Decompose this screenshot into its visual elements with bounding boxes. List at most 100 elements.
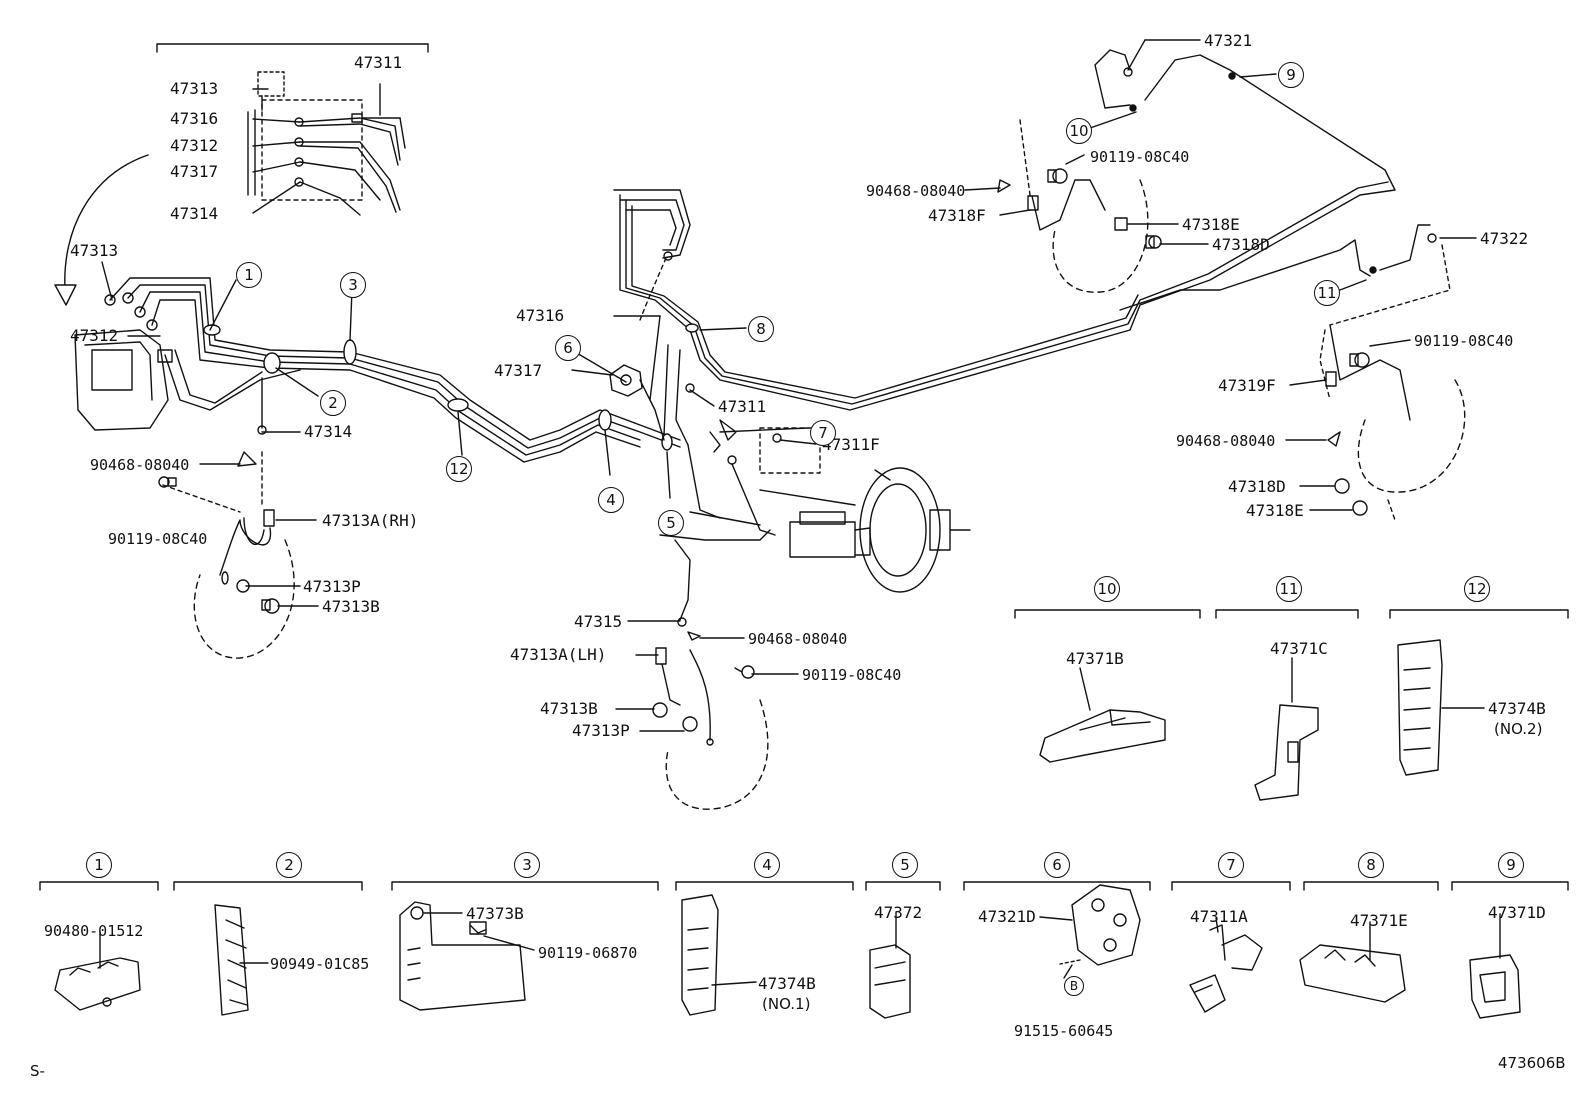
group-key-10: 10: [1094, 576, 1120, 602]
callout-4: 4: [598, 487, 624, 513]
callout-8: 8: [748, 316, 774, 342]
valve-47321d: [1059, 884, 1141, 966]
part-label: (NO.1): [762, 995, 811, 1013]
callout-11: 11: [1314, 280, 1340, 306]
rear-lh-hose: [1319, 244, 1466, 521]
callout-7: 7: [810, 420, 836, 446]
callout-3: 3: [340, 272, 366, 298]
part-label: 90949-01C85: [270, 955, 370, 973]
part-label: 47315: [574, 612, 623, 631]
callout-9: 9: [1278, 62, 1304, 88]
part-label: 47314: [170, 204, 219, 223]
clamp-47374b-no1: [681, 894, 719, 1016]
part-label: 47318D: [1212, 235, 1270, 254]
clamp-47372: [869, 944, 911, 1019]
part-label: 47313A(RH): [322, 511, 419, 530]
part-label: 47316: [516, 306, 565, 325]
front-rh-hose: [158, 451, 295, 659]
corner-label: S-: [30, 1062, 45, 1080]
group-key-3: 3: [514, 852, 540, 878]
main-pipe-bundle: [109, 277, 681, 463]
brake-actuator: [74, 292, 173, 431]
callout-6: 6: [555, 335, 581, 361]
group-key-7: 7: [1218, 852, 1244, 878]
master-cylinder-booster: [789, 467, 971, 593]
part-label: 47317: [494, 361, 543, 380]
part-label: 47371D: [1488, 903, 1546, 922]
clamp-90480: [54, 957, 141, 1011]
part-label: 47311A: [1190, 907, 1248, 926]
rear-rh-hose: [997, 119, 1162, 293]
group-key-9: 9: [1498, 852, 1524, 878]
figure-id: 473606B: [1498, 1054, 1566, 1072]
part-label: 47313A(LH): [510, 645, 607, 664]
inset-detail: [156, 43, 429, 216]
group-key-2: 2: [276, 852, 302, 878]
clip-47371b: [1039, 709, 1166, 763]
part-label: 90119-08C40: [802, 666, 902, 684]
part-label: 47312: [70, 326, 119, 345]
curved-arrow: [54, 154, 149, 306]
bracket-47373b: [399, 901, 526, 1011]
clamp-47371e: [1299, 944, 1406, 1003]
part-label: 47318F: [928, 206, 986, 225]
clamp-47374b-no2: [1397, 639, 1443, 776]
group-key-1: 1: [86, 852, 112, 878]
part-label: 90468-08040: [748, 630, 848, 648]
group-key-6: 6: [1044, 852, 1070, 878]
part-label: 47371B: [1066, 649, 1124, 668]
part-label: 90468-08040: [90, 456, 190, 474]
group-key-4: 4: [754, 852, 780, 878]
part-label: 47372: [874, 903, 923, 922]
part-label: 47313B: [322, 597, 380, 616]
part-label: 47313: [170, 79, 219, 98]
part-label: 47311: [354, 53, 403, 72]
part-label: 90119-06870: [538, 944, 638, 962]
part-label: 90480-01512: [44, 922, 144, 940]
part-label: 90119-08C40: [1090, 148, 1190, 166]
callout-2: 2: [320, 390, 346, 416]
part-label: 47318D: [1228, 477, 1286, 496]
clamp-90949: [214, 904, 249, 1016]
group-brackets: [39, 609, 1569, 891]
part-label: 47313P: [572, 721, 630, 740]
part-label: 47321D: [978, 907, 1036, 926]
part-label: 47313: [70, 241, 119, 260]
part-label: 47318E: [1246, 501, 1304, 520]
part-label: 90119-08C40: [1414, 332, 1514, 350]
part-label: 47316: [170, 109, 219, 128]
clip-47371d: [1469, 954, 1521, 1019]
group-key-11: 11: [1276, 576, 1302, 602]
part-label: (NO.2): [1494, 720, 1543, 738]
clip-47311a: [1189, 924, 1263, 1013]
part-label: 47374B: [1488, 699, 1546, 718]
clip-47371c: [1254, 704, 1319, 801]
part-label: 90119-08C40: [108, 530, 208, 548]
group-key-12: 12: [1464, 576, 1490, 602]
part-label: 47374B: [758, 974, 816, 993]
leader-lines: [99, 39, 1501, 986]
callout-12: 12: [446, 456, 472, 482]
part-label: 47319F: [1218, 376, 1276, 395]
part-label: 47314: [304, 422, 353, 441]
part-label: 47311F: [822, 435, 880, 454]
part-label: 47321: [1204, 31, 1253, 50]
center-pipes: [609, 49, 1437, 541]
group-key-5: 5: [892, 852, 918, 878]
part-label: 47317: [170, 162, 219, 181]
marker-b: B: [1064, 976, 1084, 996]
group-key-8: 8: [1358, 852, 1384, 878]
part-label: 47371C: [1270, 639, 1328, 658]
part-label: 90468-08040: [866, 182, 966, 200]
part-label: 47318E: [1182, 215, 1240, 234]
part-label: 91515-60645: [1014, 1022, 1114, 1040]
callout-10: 10: [1066, 118, 1092, 144]
part-label: 47322: [1480, 229, 1529, 248]
part-label: 47371E: [1350, 911, 1408, 930]
part-label: 90468-08040: [1176, 432, 1276, 450]
front-lh-hose: [652, 539, 769, 810]
part-label: 47311: [718, 397, 767, 416]
part-label: 47373B: [466, 904, 524, 923]
